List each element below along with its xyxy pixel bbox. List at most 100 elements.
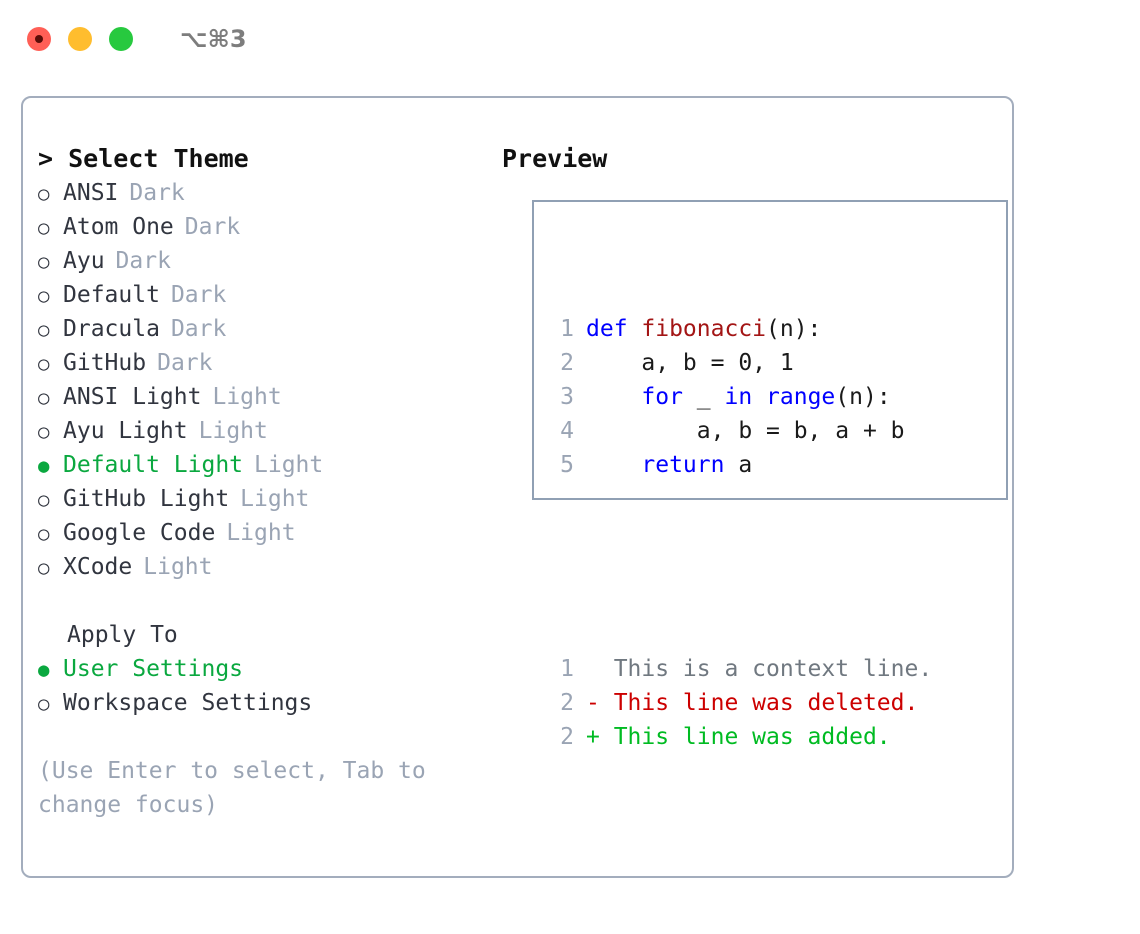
line-number: 2 xyxy=(560,690,574,716)
code-token xyxy=(586,452,641,478)
code-token: a, b = 0, 1 xyxy=(586,350,794,376)
diff-line-text: - This line was deleted. xyxy=(586,690,919,716)
apply-to-title: Apply To xyxy=(67,622,178,648)
maximize-button[interactable] xyxy=(109,27,133,51)
line-number: 5 xyxy=(560,452,574,478)
theme-item-kind: Light xyxy=(240,486,310,512)
theme-item[interactable]: ○ GitHub Dark xyxy=(38,346,488,380)
theme-item-label: GitHub Light xyxy=(63,486,230,512)
code-token: fibonacci xyxy=(641,316,767,342)
radio-unselected-icon: ○ xyxy=(38,489,50,511)
radio-unselected-icon: ○ xyxy=(38,183,50,205)
theme-item-label: Ayu xyxy=(63,248,105,274)
code-token: for xyxy=(641,384,683,410)
radio-unselected-icon: ○ xyxy=(38,353,50,375)
keyboard-shortcut-label: ⌥⌘3 xyxy=(180,25,247,53)
code-token: (n): xyxy=(766,316,822,342)
theme-item-label: Atom One xyxy=(63,214,174,240)
code-line: 4 a, b = b, a + b xyxy=(546,414,932,448)
radio-unselected-icon: ○ xyxy=(38,285,50,307)
theme-item-label: ANSI Light xyxy=(63,384,202,410)
radio-unselected-icon: ○ xyxy=(38,217,50,239)
code-line: 2 a, b = 0, 1 xyxy=(546,346,932,380)
theme-item-kind: Dark xyxy=(115,248,171,274)
code-token: return xyxy=(641,452,725,478)
radio-unselected-icon: ○ xyxy=(38,387,50,409)
code-token: (n): xyxy=(835,384,891,410)
apply-to-option[interactable]: ●User Settings xyxy=(38,652,488,686)
theme-item-kind: Light xyxy=(212,384,282,410)
theme-item-label: Dracula xyxy=(63,316,160,342)
theme-item-kind: Light xyxy=(226,520,296,546)
diff-line: 1 This is a context line. xyxy=(546,652,932,686)
theme-item[interactable]: ○ Dracula Dark xyxy=(38,312,488,346)
code-token: range xyxy=(766,384,836,410)
theme-item-kind: Light xyxy=(143,554,213,580)
diff-line-text: + This line was added. xyxy=(586,724,891,750)
code-line: 5 return a xyxy=(546,448,932,482)
radio-unselected-icon: ○ xyxy=(38,693,50,715)
code-token: a xyxy=(724,452,753,478)
diff-line: 2 - This line was deleted. xyxy=(546,686,932,720)
code-line-text: return a xyxy=(586,448,752,482)
line-number: 2 xyxy=(560,724,574,750)
code-line: 3 for _ in range(n): xyxy=(546,380,932,414)
line-number: 2 xyxy=(560,350,574,376)
code-line-text: def fibonacci(n): xyxy=(586,312,821,346)
theme-item-kind: Light xyxy=(198,418,268,444)
theme-item-label: GitHub xyxy=(63,350,147,376)
theme-item[interactable]: ○ GitHub Light Light xyxy=(38,482,488,516)
apply-to-option[interactable]: ○ Workspace Settings xyxy=(38,686,488,720)
theme-item[interactable]: ○ Default Dark xyxy=(38,278,488,312)
close-button[interactable] xyxy=(27,27,51,51)
code-line-text: for _ in range(n): xyxy=(586,380,891,414)
radio-selected-icon: ● xyxy=(38,455,50,477)
radio-unselected-icon: ○ xyxy=(38,251,50,273)
theme-item[interactable]: ○ ANSI Light Light xyxy=(38,380,488,414)
theme-item-kind: Dark xyxy=(170,316,227,342)
theme-item[interactable]: ○ Atom One Dark xyxy=(38,210,488,244)
theme-item-label: Default xyxy=(63,282,160,308)
select-theme-header: > Select Theme xyxy=(38,144,249,173)
apply-to-options[interactable]: ●User Settings ○ Workspace Settings xyxy=(38,652,488,720)
window-controls xyxy=(27,27,133,51)
line-number: 3 xyxy=(560,384,574,410)
title-bar: ⌥⌘3 xyxy=(0,0,1140,78)
keyboard-hint: (Use Enter to select, Tab to change focu… xyxy=(38,758,440,818)
radio-unselected-icon: ○ xyxy=(38,319,50,341)
theme-item-kind: Dark xyxy=(170,282,227,308)
preview-header: Preview xyxy=(502,144,608,173)
radio-unselected-icon: ○ xyxy=(38,421,50,443)
apply-to-option-label: User Settings xyxy=(63,656,244,682)
minimize-button[interactable] xyxy=(68,27,92,51)
line-number: 1 xyxy=(560,656,574,682)
radio-unselected-icon: ○ xyxy=(38,557,50,579)
theme-item-label: Ayu Light xyxy=(63,418,188,444)
theme-item[interactable]: ○ Ayu Dark xyxy=(38,244,488,278)
theme-item[interactable]: ○ Ayu Light Light xyxy=(38,414,488,448)
code-spacer xyxy=(546,550,932,584)
theme-item-kind: Dark xyxy=(129,180,185,206)
code-token: _ xyxy=(682,384,725,410)
diff-sample: 1 This is a context line. 2 - This line wa… xyxy=(546,652,932,754)
theme-item[interactable]: ● Default Light Light xyxy=(38,448,488,482)
diff-line-text: This is a context line. xyxy=(586,656,933,682)
theme-item[interactable]: ○ ANSI Dark xyxy=(38,176,488,210)
theme-item-label: Google Code xyxy=(63,520,216,546)
apply-to-option-label: Workspace Settings xyxy=(63,690,313,716)
apply-to-section: Apply To ●User Settings ○ Workspace Settin… xyxy=(38,618,488,720)
theme-item-label: Default Light xyxy=(63,452,244,478)
theme-item-kind: Dark xyxy=(184,214,241,240)
theme-item-label: ANSI xyxy=(63,180,119,206)
theme-item-kind: Light xyxy=(254,452,324,478)
theme-item-kind: Dark xyxy=(157,350,213,376)
code-token: a, b = b, a + b xyxy=(586,418,905,444)
